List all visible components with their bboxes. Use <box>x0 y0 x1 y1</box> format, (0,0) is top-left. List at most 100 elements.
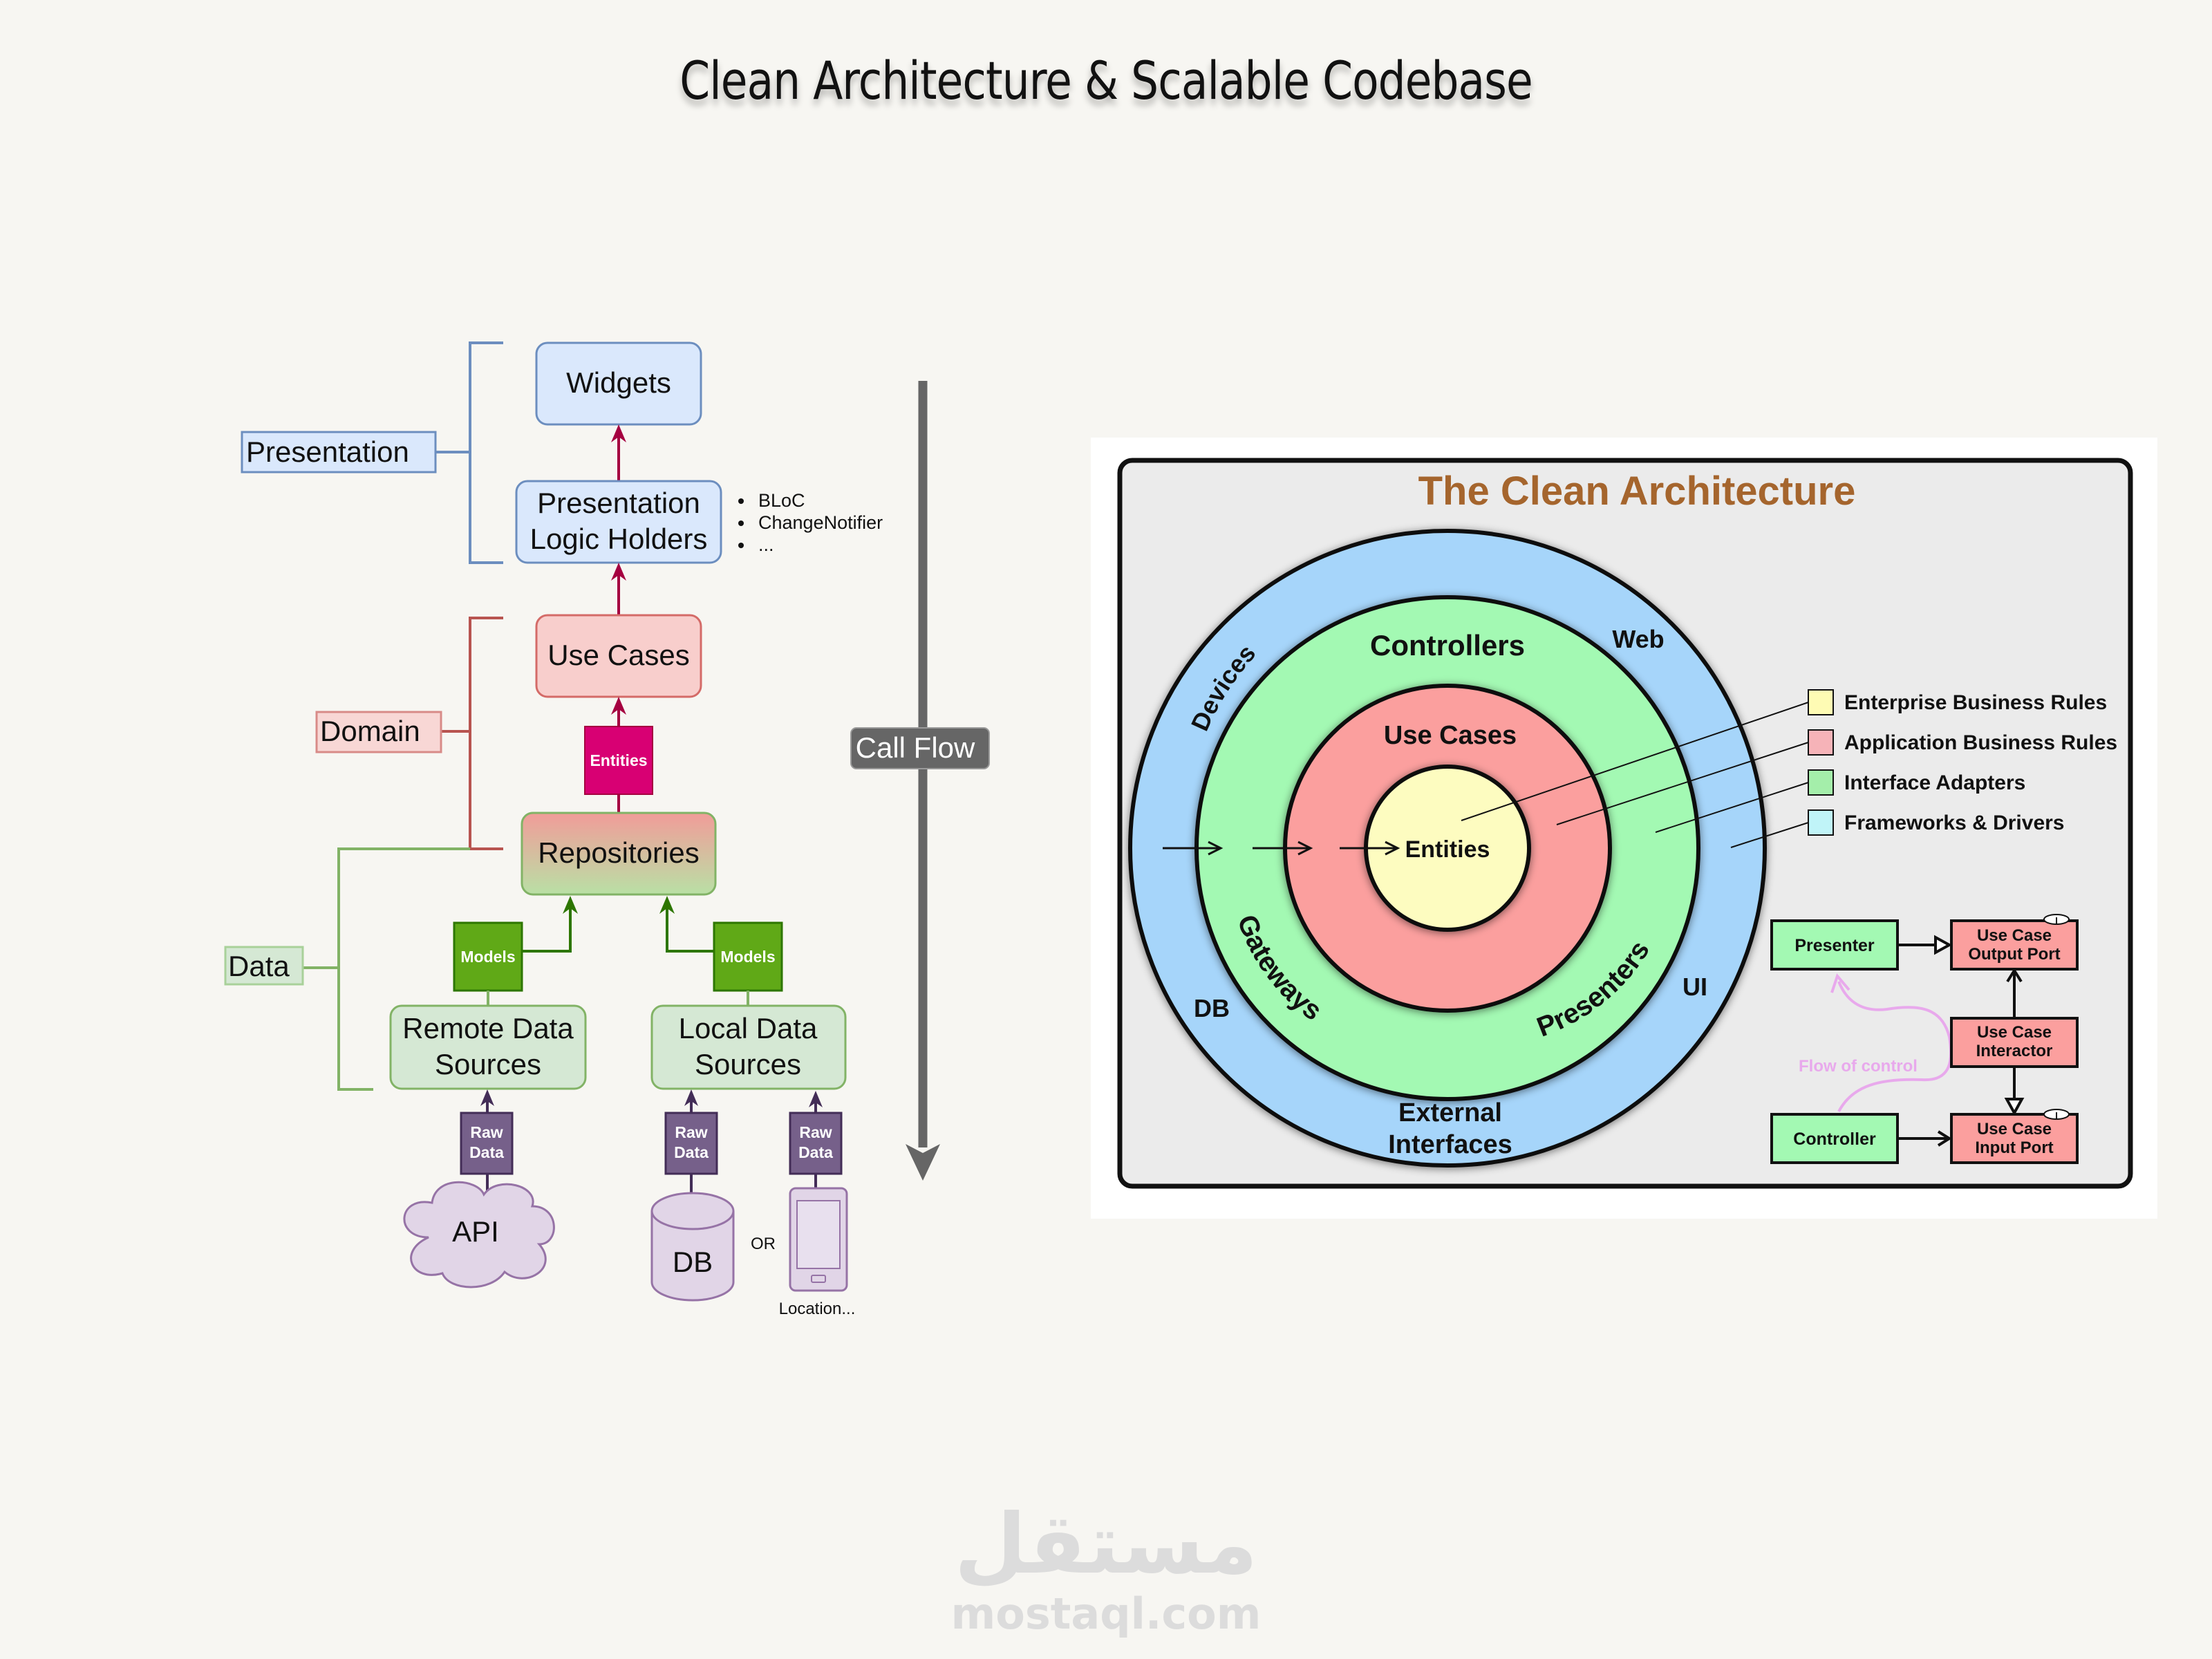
call-flow-text: Call Flow <box>856 731 975 764</box>
ring-label-entities: Entities <box>1405 836 1490 863</box>
ring-label-external: External <box>1398 1098 1502 1127</box>
raw-data-tag-device: Raw Data <box>789 1091 843 1188</box>
models-tag-remote-label: Models <box>460 948 515 966</box>
or-label: OR <box>751 1235 776 1253</box>
db-label: DB <box>673 1246 713 1278</box>
page-title: Clean Architecture & Scalable Codebase <box>679 50 1533 111</box>
data-layer-bracket <box>303 847 470 1091</box>
raw-data-label-line1: Raw <box>799 1123 832 1141</box>
legend-label-application: Application Business Rules <box>1844 731 2117 754</box>
interactor-line1: Use Case <box>1977 1023 2052 1042</box>
widgets-label: Widgets <box>566 366 671 399</box>
arrow-plh-to-widgets <box>611 424 626 481</box>
data-layer-label-box <box>224 946 304 986</box>
presentation-layer-label: Presentation <box>246 435 409 468</box>
legend-label-enterprise: Enterprise Business Rules <box>1844 691 2107 714</box>
domain-layer-label: Domain <box>320 715 420 747</box>
repositories-label: Repositories <box>538 836 699 869</box>
legend-label-adapters: Interface Adapters <box>1844 771 2025 794</box>
dependency-arrows <box>1163 841 1400 856</box>
presenter-box <box>1770 919 1899 971</box>
plh-example-bloc: BLoC <box>758 490 805 511</box>
arrow-local-models-to-repositories <box>659 896 714 953</box>
ring-label-web: Web <box>1612 625 1664 653</box>
interactor-line2: Interactor <box>1976 1042 2053 1060</box>
local-label-line1: Local Data <box>679 1012 818 1044</box>
legend-swatch-frameworks <box>1808 809 1834 836</box>
repositories-box: Repositories <box>521 812 717 896</box>
interface-marker-icon: I <box>2043 914 2070 926</box>
legend-leader-lines <box>1461 702 1809 848</box>
input-port-line1: Use Case <box>1977 1120 2052 1138</box>
output-port-line2: Output Port <box>1968 945 2060 964</box>
interface-marker-icon: I <box>2043 1109 2070 1121</box>
plh-example-changenotifier: ChangeNotifier <box>758 512 883 533</box>
ring-label-ui: UI <box>1683 973 1707 1001</box>
widgets-box: Widgets <box>535 341 702 426</box>
arrow-remote-models-to-repositories <box>522 896 578 953</box>
legend-label-frameworks: Frameworks & Drivers <box>1844 812 2065 834</box>
local-label-line2: Sources <box>695 1048 801 1080</box>
location-label: Location... <box>779 1300 856 1318</box>
arrow-usecases-to-plh <box>611 563 626 615</box>
watermark-latin: mostaql.com <box>950 1588 1262 1639</box>
ring-label-use-cases: Use Cases <box>1384 721 1517 750</box>
raw-data-label-line2: Data <box>798 1143 833 1161</box>
legend: Enterprise Business Rules Application Bu… <box>1808 689 2117 836</box>
ring-label-db: DB <box>1194 994 1230 1022</box>
interface-marker-label: I <box>2055 1110 2058 1121</box>
mostaql-watermark: مستقل mostaql.com <box>926 1500 1286 1638</box>
use-cases-label: Use Cases <box>547 639 689 671</box>
clean-architecture-title: The Clean Architecture <box>1418 469 1856 514</box>
plh-examples-list: BLoC ChangeNotifier ... <box>738 490 883 555</box>
presenter-label: Presenter <box>1794 936 1875 955</box>
raw-data-label-line2: Data <box>469 1143 504 1161</box>
raw-data-tag-db: Raw Data <box>664 1089 718 1198</box>
api-label: API <box>452 1215 499 1248</box>
models-tag-local-label: Models <box>720 948 775 966</box>
local-data-sources-box: Local Data Sources <box>650 1004 847 1090</box>
use-case-interactor-box <box>1950 1017 2079 1068</box>
ring-label-controllers: Controllers <box>1370 629 1525 662</box>
models-tag-local: Models <box>713 921 783 992</box>
entities-tag: Entities <box>584 726 653 795</box>
domain-layer-label-box <box>315 711 442 753</box>
presentation-layer-label-box <box>241 431 437 474</box>
entities-tag-label: Entities <box>590 751 647 769</box>
watermark-arabic: مستقل <box>954 1497 1258 1593</box>
mobile-device-icon <box>789 1187 848 1292</box>
flow-of-control-diagram: Flow of control Presenter Controller Use… <box>1770 914 2079 1164</box>
input-port-line2: Input Port <box>1975 1138 2053 1157</box>
call-flow-label: Call Flow <box>850 727 990 769</box>
raw-data-tag-api: Raw Data <box>460 1089 514 1199</box>
raw-data-label-line1: Raw <box>675 1123 707 1141</box>
raw-data-label-line2: Data <box>674 1143 709 1161</box>
plh-label-line1: Presentation <box>537 487 700 519</box>
controller-box <box>1770 1113 1899 1164</box>
legend-swatch-adapters <box>1808 769 1834 796</box>
presentation-logic-holders-box: Presentation Logic Holders <box>515 480 722 564</box>
flow-connectors <box>1897 935 2025 1147</box>
raw-data-label-line1: Raw <box>470 1123 503 1141</box>
plh-example-more: ... <box>758 534 774 555</box>
output-port-line1: Use Case <box>1977 926 2052 945</box>
database-cylinder-icon: DB <box>650 1192 735 1302</box>
presentation-layer-bracket <box>435 341 503 564</box>
legend-swatch-application <box>1808 729 1834 756</box>
use-cases-box: Use Cases <box>535 614 702 698</box>
legend-swatch-enterprise <box>1808 689 1834 715</box>
models-tag-remote: Models <box>453 921 523 992</box>
data-layer-label: Data <box>228 950 290 982</box>
api-cloud-icon: API <box>403 1181 555 1288</box>
interface-marker-label: I <box>2055 915 2058 926</box>
flow-of-control-label: Flow of control <box>1799 1057 1918 1076</box>
remote-label-line2: Sources <box>435 1048 541 1080</box>
flow-of-control-curve <box>1837 981 1953 1112</box>
ring-label-interfaces: Interfaces <box>1388 1130 1512 1159</box>
plh-label-line2: Logic Holders <box>530 523 708 555</box>
remote-data-sources-box: Remote Data Sources <box>389 1004 587 1090</box>
domain-layer-bracket <box>441 617 503 850</box>
controller-label: Controller <box>1793 1130 1876 1149</box>
